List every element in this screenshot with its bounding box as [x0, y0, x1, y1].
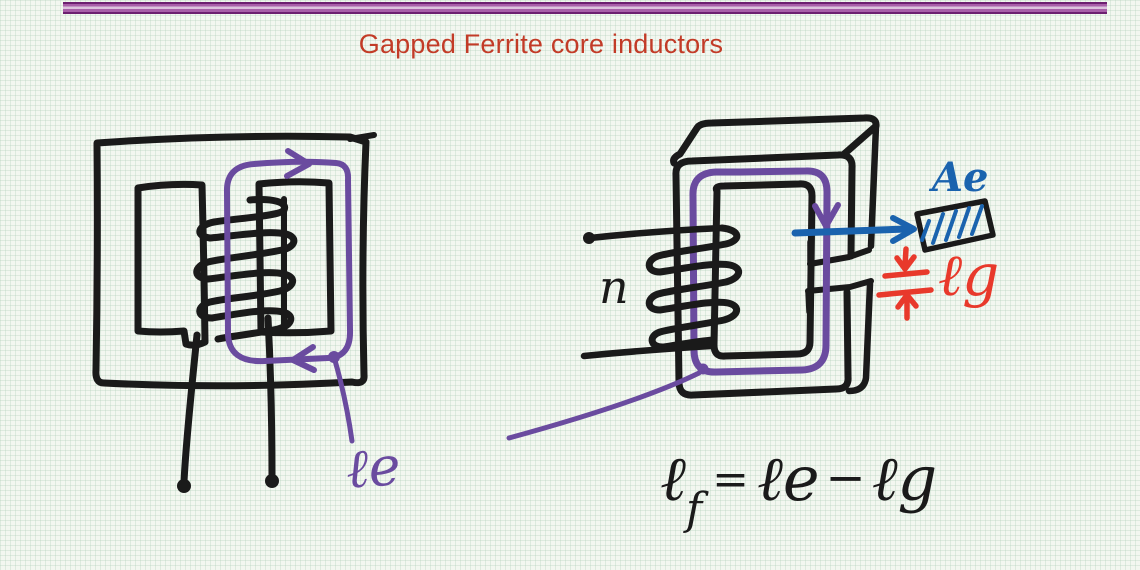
right-lead-top-dot: [583, 232, 595, 244]
gap-length-label: ℓg: [938, 241, 1000, 309]
right-core-front-outline: [672, 151, 856, 399]
right-core-figure: [506, 114, 880, 441]
left-flux-leader-line: [331, 354, 355, 444]
right-flux-leader-line: [506, 370, 702, 441]
gap-dimension-callout: [876, 246, 934, 321]
equation-term1: ℓe: [757, 442, 820, 515]
equation-minus: −: [825, 450, 866, 506]
right-coil: [645, 224, 742, 351]
hatch-line: [920, 219, 931, 242]
core-area-label: Ae: [932, 154, 989, 201]
left-core-corner-tick: [347, 132, 377, 142]
right-lead-top: [586, 224, 726, 242]
right-lead-bottom: [580, 342, 715, 360]
cross-section-hatching: [920, 204, 984, 245]
left-terminal-dot-1: [177, 479, 191, 493]
hatch-line: [970, 204, 984, 236]
equation-lhs: ℓ: [660, 442, 686, 515]
hatch-line: [931, 212, 945, 245]
left-flux-loop: [223, 158, 354, 365]
left-coil: [193, 196, 298, 343]
left-wire-2: [264, 314, 276, 482]
equation-term2: ℓg: [871, 442, 938, 515]
right-side-edge-lower: [845, 280, 874, 395]
left-wire-1: [180, 331, 201, 486]
right-core-window: [710, 180, 816, 360]
left-core-window-left: [134, 180, 209, 349]
right-flux-loop: [689, 167, 831, 376]
left-core-figure: [92, 132, 377, 493]
gap-arrow-down-head: [894, 254, 917, 272]
right-side-edge-upper: [867, 122, 880, 250]
hatch-line: [957, 206, 971, 239]
gap-arrow-up-head: [895, 292, 919, 310]
left-terminal-dot-2: [265, 474, 279, 488]
gap-cut-edge-lower: [805, 278, 874, 294]
gap-cut-edge-upper: [807, 247, 872, 267]
area-callout: [791, 198, 996, 253]
gap-bar-bottom: [876, 287, 934, 298]
area-arrow: [791, 225, 912, 237]
page-title: Gapped Ferrite core inductors: [358, 29, 724, 59]
flux-path-length-label: ℓe: [343, 434, 403, 501]
equation-lhs-subscript: f: [685, 484, 703, 535]
left-flux-arrow-top: [284, 148, 312, 179]
hatch-line: [944, 209, 958, 242]
left-flux-arrow-bottom: [290, 344, 317, 373]
turns-count-label: n: [599, 260, 629, 314]
gap-bar-top: [882, 269, 930, 279]
equation-equals: =: [712, 454, 749, 505]
area-arrow-head: [890, 215, 917, 244]
right-core-top-face: [670, 114, 880, 167]
slide-divider-bar: [63, 2, 1107, 14]
left-core-outline: [92, 132, 370, 390]
right-flux-arrow: [812, 202, 841, 229]
flux-path-equation: ℓf=ℓe−ℓg: [660, 448, 937, 532]
gap-arrow-down: [902, 246, 909, 269]
